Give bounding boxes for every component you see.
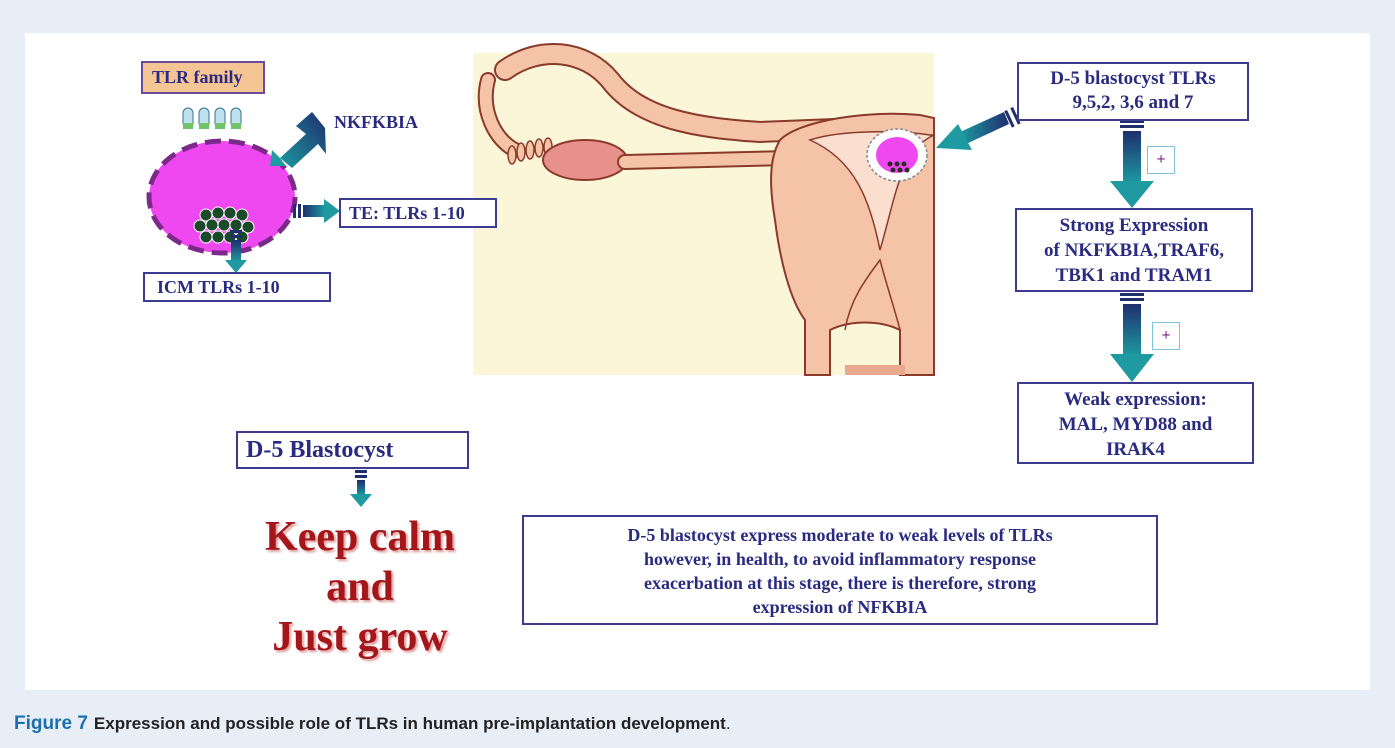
strong-line1: Strong Expression	[1017, 213, 1251, 238]
summary-line4: expression of NFKBIA	[524, 595, 1156, 619]
caption-period: .	[726, 714, 731, 733]
tlr-receptor-icons	[183, 108, 241, 129]
weak-expression-box: Weak expression: MAL, MYD88 and IRAK4	[1017, 382, 1254, 464]
summary-line3: exacerbation at this stage, there is the…	[524, 571, 1156, 595]
keep-calm-arrow	[350, 470, 372, 507]
strong-expression-box: Strong Expression of NKFKBIA,TRAF6, TBK1…	[1015, 208, 1253, 292]
te-arrow	[293, 199, 340, 223]
plus-sign-1: +	[1147, 146, 1175, 174]
down-arrow-2	[1110, 293, 1154, 382]
d5-tlrs-line1: D-5 blastocyst TLRs	[1019, 67, 1247, 91]
summary-box: D-5 blastocyst express moderate to weak …	[522, 515, 1158, 625]
blastocyst-illustration	[149, 108, 295, 253]
d5-tlrs-line2: 9,5,2, 3,6 and 7	[1019, 91, 1247, 115]
keep-calm-text: Keep calm and Just grow	[245, 512, 475, 662]
keep-calm-line2: and	[245, 562, 475, 612]
tlr-family-box: TLR family	[141, 61, 265, 94]
weak-line1: Weak expression:	[1019, 387, 1252, 412]
figure-label: Figure 7	[14, 713, 88, 734]
te-tlrs-box: TE: TLRs 1-10	[339, 198, 497, 228]
nkfkbia-arrow	[270, 112, 326, 168]
keep-calm-line3: Just grow	[245, 612, 475, 662]
nkfkbia-label: NKFKBIA	[334, 112, 418, 133]
summary-line2: however, in health, to avoid inflammator…	[524, 547, 1156, 571]
caption-text: Expression and possible role of TLRs in …	[94, 714, 726, 733]
icm-tlrs-label: ICM TLRs 1-10	[157, 277, 280, 297]
weak-line2: MAL, MYD88 and	[1019, 412, 1252, 437]
tlr-family-label: TLR family	[152, 67, 243, 87]
keep-calm-line1: Keep calm	[245, 512, 475, 562]
figure-caption: Figure 7 Expression and possible role of …	[14, 713, 731, 735]
strong-line3: TBK1 and TRAM1	[1017, 263, 1251, 288]
d5-blastocyst-label: D-5 Blastocyst	[246, 437, 393, 463]
icm-tlrs-box: ICM TLRs 1-10	[143, 272, 331, 302]
plus-sign-2: +	[1152, 322, 1180, 350]
strong-line2: of NKFKBIA,TRAF6,	[1017, 238, 1251, 263]
d5-tlrs-box: D-5 blastocyst TLRs 9,5,2, 3,6 and 7	[1017, 62, 1249, 121]
implant-arrow	[936, 107, 1021, 150]
weak-line3: IRAK4	[1019, 437, 1252, 462]
te-tlrs-label: TE: TLRs 1-10	[349, 203, 465, 223]
summary-line1: D-5 blastocyst express moderate to weak …	[524, 523, 1156, 547]
d5-blastocyst-box: D-5 Blastocyst	[236, 431, 469, 469]
